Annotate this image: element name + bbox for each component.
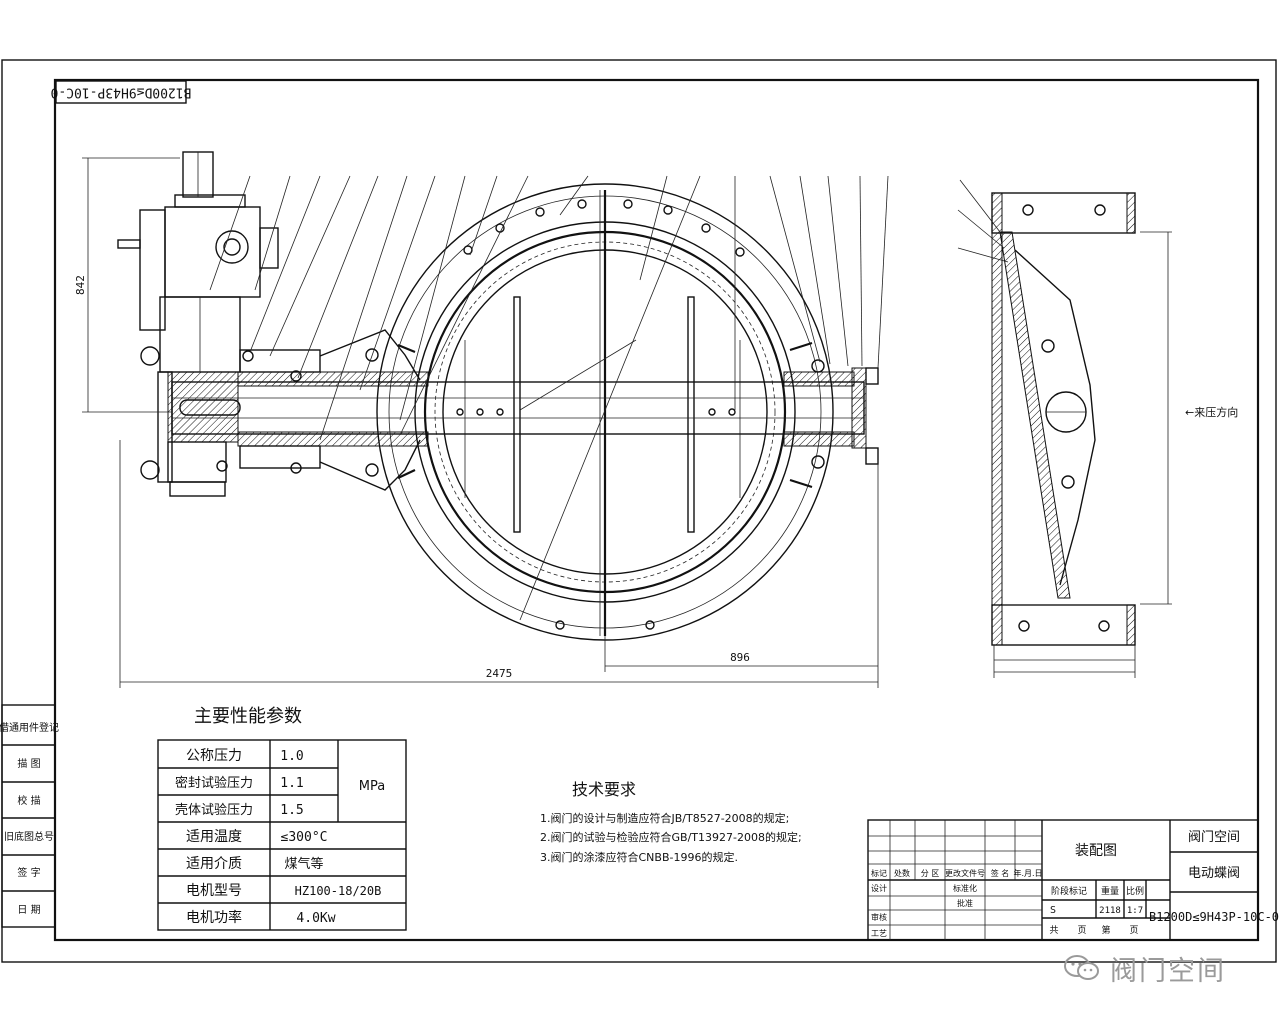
strip-label: 校 描	[17, 794, 40, 807]
company-name: 阀门空间	[1188, 830, 1240, 845]
perf-value: 1.0	[280, 749, 303, 764]
perf-value: 1.5	[280, 803, 303, 818]
sheet-text: 第	[1101, 924, 1110, 936]
dim-height: 842	[74, 157, 180, 413]
sign-label: 审核	[871, 912, 887, 922]
watermark: 阀门空间	[1062, 946, 1252, 990]
perf-unit: MPa	[359, 779, 385, 794]
perf-value: HZ100-18/20B	[295, 884, 382, 898]
performance-table: 主要性能参数 公称压力 1.0 密封试验压力 1.1 壳体试验压力 1.5 MP…	[157, 706, 407, 931]
perf-value: 4.0Kw	[296, 911, 335, 926]
dimension-896: 896	[730, 651, 750, 664]
perf-label: 密封试验压力	[175, 775, 253, 791]
product-name: 电动蝶阀	[1188, 866, 1240, 881]
perf-label: 适用温度	[186, 829, 242, 845]
tech-title: 技术要求	[572, 780, 636, 799]
title-block-code: B1200D≤9H43P-10C-0	[1149, 910, 1279, 924]
strip-label: 描 图	[17, 757, 40, 770]
perf-label: 壳体试验压力	[175, 802, 253, 818]
perf-title: 主要性能参数	[194, 706, 302, 727]
sheet-text: 共	[1049, 925, 1058, 936]
strip-label: 签 字	[17, 866, 40, 879]
stage-mark: S	[1050, 905, 1056, 916]
rev-label: 分 区	[921, 869, 940, 878]
technical-requirements: 技术要求 1.阀门的设计与制造应符合JB/T8527-2008的规定; 2.阀门…	[540, 780, 802, 864]
valve-front-view: 842 2475 896	[74, 151, 889, 688]
rev-label: 年.月.日	[1013, 868, 1042, 878]
perf-value: ≤300°C	[281, 830, 328, 845]
watermark-text: 阀门空间	[1110, 955, 1226, 987]
sheet-text: 页	[1129, 925, 1138, 936]
weight-value: 2118	[1099, 906, 1121, 916]
sign-label: 设计	[871, 883, 887, 893]
leader-lines	[209, 175, 889, 621]
tech-line: 3.阀门的涂漆应符合CNBB-1996的规定.	[540, 850, 738, 864]
strip-label: 日 期	[17, 904, 40, 916]
left-strip: 借通用件登记 描 图 校 描 旧底图总号 签 字 日 期	[0, 704, 59, 928]
perf-value: 1.1	[280, 776, 303, 791]
sign-label: 批准	[957, 898, 973, 908]
dim-width: 2475 896	[119, 440, 879, 688]
perf-value: 煤气等	[284, 856, 323, 872]
perf-label: 电机功率	[186, 909, 242, 926]
sign-label: 工艺	[871, 929, 887, 938]
bolt-holes	[463, 199, 745, 630]
title-block: 标记 处数 分 区 更改文件号 签 名 年.月.日 设计 审核 工艺 标准化 批…	[867, 819, 1279, 941]
stage-header: 比例	[1126, 885, 1144, 897]
strip-label: 旧底图总号	[4, 830, 54, 843]
perf-label: 公称压力	[186, 748, 242, 764]
wechat-icon	[1064, 955, 1099, 980]
tech-line: 1.阀门的设计与制造应符合JB/T8527-2008的规定;	[540, 811, 789, 825]
perf-label: 电机型号	[186, 883, 242, 899]
valve-side-view: ←来压方向	[957, 179, 1238, 678]
sheet-text: 页	[1077, 925, 1086, 936]
strip-label: 借通用件登记	[0, 721, 59, 734]
outer-border	[1, 59, 1277, 963]
dimension-2475: 2475	[486, 667, 513, 680]
flow-direction-label: ←来压方向	[1185, 405, 1238, 419]
rev-label: 标记	[871, 868, 887, 878]
sign-label: 标准化	[953, 883, 977, 893]
rev-label: 签 名	[991, 868, 1010, 878]
scale-value: 1:7	[1127, 906, 1143, 916]
drawing-code-box: B1200D≤9H43P-10C-0	[51, 80, 192, 104]
perf-label: 适用介质	[186, 856, 242, 872]
stage-header: 阶段标记	[1051, 885, 1087, 897]
dimension-842: 842	[74, 275, 87, 295]
rev-label: 更改文件号	[945, 868, 985, 878]
stage-header: 重量	[1101, 885, 1119, 897]
tech-line: 2.阀门的试验与检验应符合GB/T13927-2008的规定;	[540, 830, 802, 844]
rev-label: 处数	[894, 868, 910, 878]
drawing-code-top: B1200D≤9H43P-10C-0	[51, 85, 192, 100]
drawing-name: 装配图	[1075, 843, 1117, 859]
actuator	[117, 151, 279, 497]
inner-border	[53, 78, 1260, 942]
